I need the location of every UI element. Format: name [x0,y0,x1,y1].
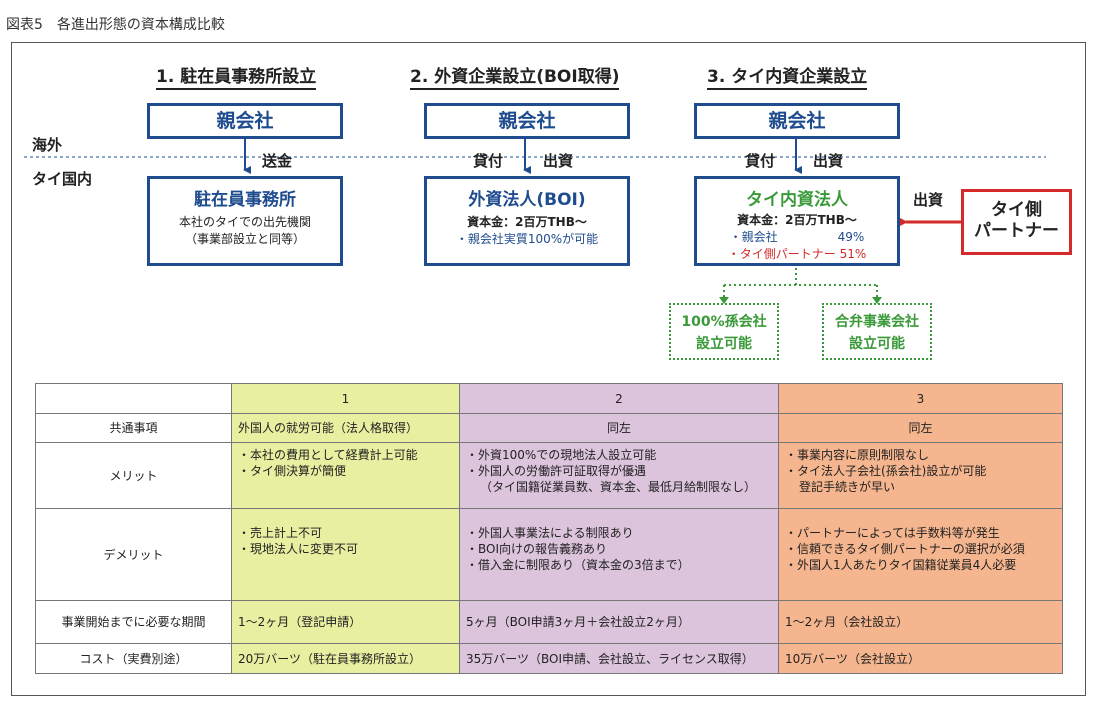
figure-title: 図表5 各進出形態の資本構成比較 [6,17,225,33]
row-label-common: 共通事項 [35,413,232,443]
row-label-demerit: デメリット [35,508,232,601]
table-row: 共通事項 外国人の就労可能（法人格取得） 同左 同左 [35,413,1063,443]
comparison-table: 1 2 3 共通事項 外国人の就労可能（法人格取得） 同左 同左 メリット ・本… [35,383,1063,674]
row-label-merit: メリット [35,442,232,509]
cell-demerit-col2-line: ・BOI向けの報告義務あり [466,542,608,556]
column3-flow-label-loan: 貸付 [745,152,776,170]
table-row: コスト（実費別途） 20万バーツ（駐在員事務所設立） 35万バーツ（BOI申請、… [35,643,1063,674]
green-arrow-left [719,297,729,304]
table-header-col1: 1 [231,383,460,414]
column1-heading: 1. 駐在員事務所設立 [156,62,317,90]
cell-period-col1: 1〜2ヶ月（登記申請） [231,600,460,644]
column2-entity-title: 外資法人(BOI) [468,190,586,210]
cell-merit-col3-line: 登記手続きが早い [799,480,896,494]
column2-parent-label: 親会社 [498,110,556,132]
subsidiary-option-line2: 設立可能 [696,336,752,352]
column1-entity-box: 駐在員事務所 本社のタイでの出先機関 （事業部設立と同等） [147,176,343,266]
table-header-col2: 2 [459,383,779,414]
cell-demerit-col2-line: ・借入金に制限あり（資本金の3倍まで） [466,558,690,572]
column1-entity-line2: （事業部設立と同等） [184,232,305,246]
green-dotted-branch [723,268,878,300]
cell-common-col2: 同左 [459,413,779,443]
partner-label-line1: タイ側 [991,200,1042,220]
partner-box: タイ側 パートナー [961,189,1072,255]
cell-demerit-col2-line: ・外国人事業法による制限あり [466,526,634,540]
figure-frame [11,42,1086,696]
column3-parent-box: 親会社 [694,103,900,139]
overseas-label: 海外 [32,136,63,154]
column2-entity-line2: ・親会社実質100%が可能 [455,232,599,246]
column3-entity-box: タイ内資法人 資本金：2百万THB〜 ・親会社 49% ・タイ側パートナー 51… [694,176,900,266]
table-row: デメリット ・売上計上不可 ・現地法人に変更不可 ・外国人事業法による制限あり … [35,508,1063,601]
column3-entity-line2: ・親会社 49% [729,230,865,244]
partner-flow-label: 出資 [913,191,944,209]
column1-parent-box: 親会社 [147,103,343,139]
column3-entity-line1: 資本金：2百万THB〜 [737,213,857,227]
column1-parent-label: 親会社 [216,110,274,132]
cell-merit-col2: ・外資100%での現地法人設立可能 ・外国人の労働許可証取得が優遇 （タイ国籍従… [459,442,779,509]
row-label-period: 事業開始までに必要な期間 [35,600,232,644]
column1-entity-line1: 本社のタイでの出先機関 [178,215,311,229]
column3-entity-title: タイ内資法人 [746,190,848,210]
column3-flow-label-invest: 出資 [813,152,844,170]
table-header-col3: 3 [778,383,1063,414]
column2-entity-box: 外資法人(BOI) 資本金：2百万THB〜 ・親会社実質100%が可能 [424,176,630,266]
cell-merit-col2-line: ・外国人の労働許可証取得が優遇 [466,464,647,478]
partner-label-line2: パートナー [974,221,1059,241]
table-header-blank [35,383,232,414]
cell-cost-col2: 35万バーツ（BOI申請、会社設立、ライセンス取得） [459,643,779,674]
cell-merit-col1: ・本社の費用として経費計上可能 ・タイ側決算が簡便 [231,442,460,509]
cell-common-col1: 外国人の就労可能（法人格取得） [231,413,460,443]
column2-heading: 2. 外資企業設立(BOI取得) [410,62,620,90]
cell-demerit-col3-line: ・外国人1人あたりタイ国籍従業員4人必要 [785,558,1017,572]
subsidiary-option-box: 100%孫会社 設立可能 [669,303,779,360]
column2-flow-label-invest: 出資 [543,152,574,170]
cell-cost-col3: 10万バーツ（会社設立） [778,643,1063,674]
column2-parent-box: 親会社 [424,103,630,139]
column3-heading: 3. タイ内資企業設立 [707,62,868,90]
joint-venture-option-box: 合弁事業会社 設立可能 [822,303,932,360]
cell-merit-col3-line: ・タイ法人子会社(孫会社)設立が可能 [785,464,987,478]
cell-merit-col1-line: ・本社の費用として経費計上可能 [238,448,418,462]
cell-merit-col2-line: ・外資100%での現地法人設立可能 [466,448,657,462]
table-row: メリット ・本社の費用として経費計上可能 ・タイ側決算が簡便 ・外資100%での… [35,442,1063,509]
subsidiary-option-line1: 100%孫会社 [681,314,767,330]
column2-entity-line1: 資本金：2百万THB〜 [467,215,587,229]
row-label-cost: コスト（実費別途） [35,643,232,674]
cell-cost-col1: 20万バーツ（駐在員事務所設立） [231,643,460,674]
domestic-label: タイ国内 [32,170,93,188]
cell-period-col2: 5ヶ月（BOI申請3ヶ月＋会社設立2ヶ月） [459,600,779,644]
column1-entity-title: 駐在員事務所 [194,190,296,210]
cell-demerit-col1: ・売上計上不可 ・現地法人に変更不可 [231,508,460,601]
cell-merit-col2-line: （タイ国籍従業員数、資本金、最低月給制限なし） [480,480,757,494]
column3-entity-line3: ・タイ側パートナー 51% [727,247,867,261]
cell-common-col3: 同左 [778,413,1063,443]
cell-demerit-col3-line: ・パートナーによっては手数料等が発生 [785,526,1000,540]
joint-venture-option-line2: 設立可能 [849,336,905,352]
column3-parent-label: 親会社 [768,110,826,132]
column1-flow-label: 送金 [262,152,293,170]
cell-merit-col1-line: ・タイ側決算が簡便 [238,464,347,478]
cell-demerit-col3-line: ・信頼できるタイ側パートナーの選択が必須 [785,542,1025,556]
cell-demerit-col1-line: ・現地法人に変更不可 [238,542,359,556]
cell-demerit-col1-line: ・売上計上不可 [238,526,323,540]
column2-flow-label-loan: 貸付 [473,152,504,170]
cell-merit-col3-line: ・事業内容に原則制限なし [785,448,930,462]
green-arrow-right [872,297,882,304]
cell-period-col3: 1〜2ヶ月（会社設立） [778,600,1063,644]
cell-demerit-col2: ・外国人事業法による制限あり ・BOI向けの報告義務あり ・借入金に制限あり（資… [459,508,779,601]
joint-venture-option-line1: 合弁事業会社 [835,314,919,330]
cell-demerit-col3: ・パートナーによっては手数料等が発生 ・信頼できるタイ側パートナーの選択が必須 … [778,508,1063,601]
cell-merit-col3: ・事業内容に原則制限なし ・タイ法人子会社(孫会社)設立が可能 登記手続きが早い [778,442,1063,509]
table-row: 事業開始までに必要な期間 1〜2ヶ月（登記申請） 5ヶ月（BOI申請3ヶ月＋会社… [35,600,1063,644]
table-header-row: 1 2 3 [35,383,1063,414]
